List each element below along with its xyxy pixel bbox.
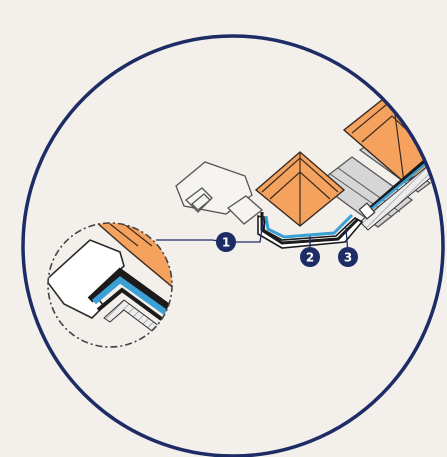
fascia-outline	[175, 161, 264, 225]
detail-circle-border	[21, 34, 445, 457]
callout-badge-2: 2	[300, 247, 320, 267]
inset-circle-border	[47, 222, 173, 348]
callout-badge-1: 1	[216, 232, 236, 252]
callout-label-1: 1	[222, 236, 230, 250]
callout-badge-3: 3	[338, 247, 358, 267]
callout-label-2: 2	[306, 251, 314, 265]
callout-label-3: 3	[344, 251, 352, 265]
eaves-profile	[257, 202, 376, 249]
insulation-block	[254, 151, 346, 227]
